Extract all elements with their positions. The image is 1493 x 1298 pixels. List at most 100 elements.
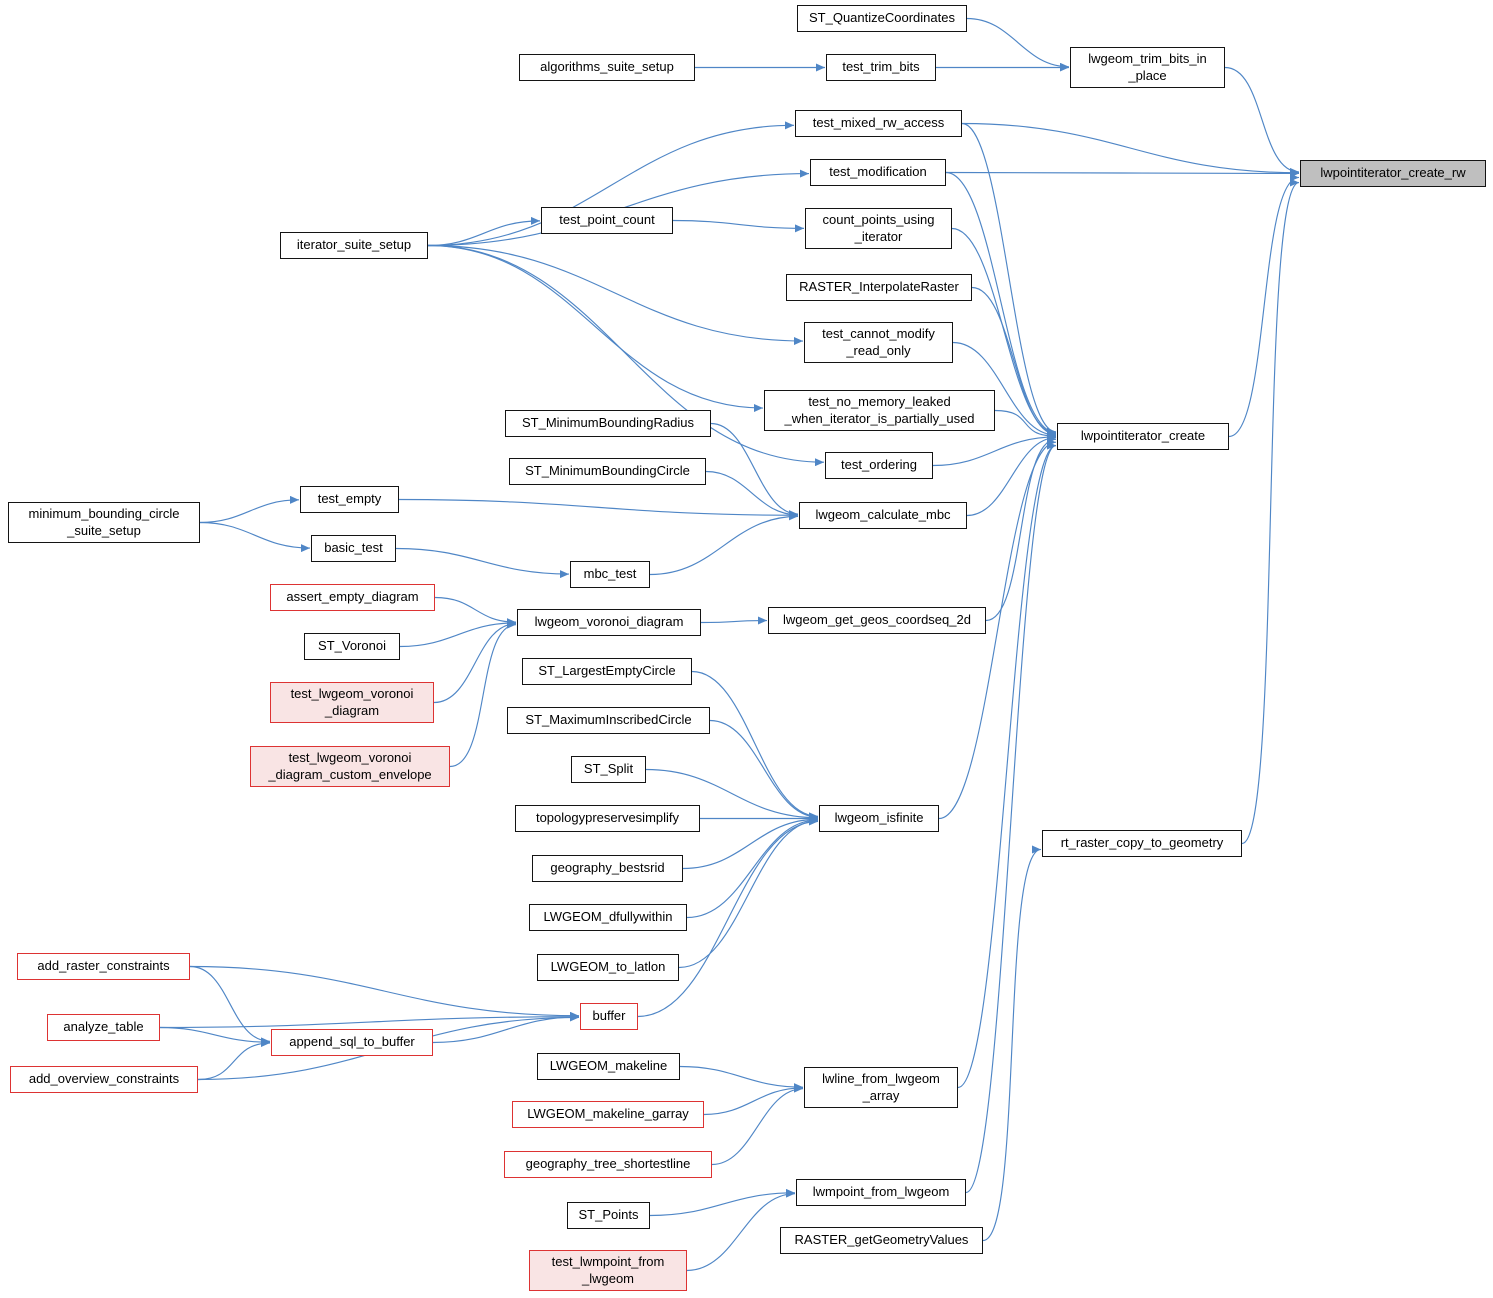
node-lwpointiterator_create[interactable]: lwpointiterator_create: [1057, 423, 1229, 450]
node-label: lwmpoint_from_lwgeom: [812, 1184, 950, 1200]
node-label: minimum_bounding_circle _suite_setup: [28, 505, 180, 538]
edge-LWGEOM_dfullywithin-to-lwgeom_isfinite: [686, 815, 819, 919]
edge-lwmpoint_from_lwgeom-to-lwpointiterator_create: [965, 441, 1057, 1194]
node-test_cannot_modify_read_only[interactable]: test_cannot_modify _read_only: [804, 322, 953, 363]
node-ST_LargestEmptyCircle[interactable]: ST_LargestEmptyCircle: [522, 658, 692, 685]
node-ST_MinimumBoundingCircle[interactable]: ST_MinimumBoundingCircle: [509, 458, 706, 485]
node-test_lwgeom_voronoi_diagram[interactable]: test_lwgeom_voronoi _diagram: [270, 682, 434, 723]
node-RASTER_getGeometryValues[interactable]: RASTER_getGeometryValues: [780, 1227, 983, 1254]
node-test_lwmpoint_from_lwgeom[interactable]: test_lwmpoint_from _lwgeom: [529, 1250, 687, 1291]
node-label: count_points_using _iterator: [822, 211, 935, 244]
node-test_modification[interactable]: test_modification: [810, 159, 946, 186]
node-label: rt_raster_copy_to_geometry: [1060, 835, 1224, 851]
node-basic_test[interactable]: basic_test: [311, 535, 396, 562]
edge-minimum_bounding_circle_suite_setup-to-test_empty: [199, 495, 300, 524]
node-label: append_sql_to_buffer: [289, 1034, 415, 1050]
node-ST_QuantizeCoordinates[interactable]: ST_QuantizeCoordinates: [797, 5, 967, 32]
edge-iterator_suite_setup-to-test_no_memory_leaked_when_iterator_is_partially_used: [427, 244, 764, 413]
node-label: test_no_memory_leaked _when_iterator_is_…: [784, 393, 975, 426]
edge-mbc_test-to-lwgeom_calculate_mbc: [649, 512, 799, 576]
node-label: lwgeom_calculate_mbc: [815, 507, 951, 523]
edge-add_raster_constraints-to-buffer: [189, 965, 580, 1020]
edge-lwline_from_lwgeom_array-to-lwpointiterator_create: [957, 441, 1057, 1089]
node-RASTER_InterpolateRaster[interactable]: RASTER_InterpolateRaster: [786, 274, 972, 301]
node-label: test_modification: [829, 164, 927, 180]
node-test_lwgeom_voronoi_diagram_custom_envelope[interactable]: test_lwgeom_voronoi _diagram_custom_enve…: [250, 746, 450, 787]
edge-lwgeom_trim_bits_in_place-to-lwpointiterator_create_rw: [1224, 66, 1300, 176]
node-topologypreservesimplify[interactable]: topologypreservesimplify: [515, 805, 700, 832]
edge-test_mixed_rw_access-to-lwpointiterator_create_rw: [961, 122, 1300, 177]
node-lwgeom_get_geos_coordseq_2d[interactable]: lwgeom_get_geos_coordseq_2d: [768, 607, 986, 634]
edge-iterator_suite_setup-to-test_point_count: [427, 216, 541, 247]
edge-ST_Voronoi-to-lwgeom_voronoi_diagram: [399, 618, 517, 648]
edge-test_lwmpoint_from_lwgeom-to-lwmpoint_from_lwgeom: [686, 1189, 796, 1272]
node-label: lwgeom_get_geos_coordseq_2d: [783, 612, 971, 628]
node-ST_Split[interactable]: ST_Split: [571, 756, 646, 783]
node-test_trim_bits[interactable]: test_trim_bits: [826, 54, 936, 81]
node-label: mbc_test: [583, 566, 637, 582]
node-ST_Points[interactable]: ST_Points: [567, 1202, 650, 1229]
edge-ST_Points-to-lwmpoint_from_lwgeom: [649, 1188, 796, 1217]
node-LWGEOM_dfullywithin[interactable]: LWGEOM_dfullywithin: [529, 904, 687, 931]
edge-ST_QuantizeCoordinates-to-lwgeom_trim_bits_in_place: [966, 17, 1070, 71]
node-test_mixed_rw_access[interactable]: test_mixed_rw_access: [795, 110, 962, 137]
node-label: ST_QuantizeCoordinates: [809, 10, 955, 26]
node-label: lwgeom_isfinite: [834, 810, 924, 826]
edge-test_empty-to-lwgeom_calculate_mbc: [398, 498, 799, 520]
node-lwgeom_isfinite[interactable]: lwgeom_isfinite: [819, 805, 939, 832]
node-lwgeom_voronoi_diagram[interactable]: lwgeom_voronoi_diagram: [517, 609, 701, 636]
edge-analyze_table-to-append_sql_to_buffer: [159, 1026, 271, 1047]
edge-basic_test-to-mbc_test: [395, 547, 570, 579]
edge-add_raster_constraints-to-append_sql_to_buffer: [189, 965, 271, 1046]
node-LWGEOM_makeline_garray[interactable]: LWGEOM_makeline_garray: [512, 1101, 704, 1128]
node-lwmpoint_from_lwgeom[interactable]: lwmpoint_from_lwgeom: [796, 1179, 966, 1206]
node-LWGEOM_makeline[interactable]: LWGEOM_makeline: [537, 1053, 680, 1080]
node-rt_raster_copy_to_geometry[interactable]: rt_raster_copy_to_geometry: [1042, 830, 1242, 857]
node-test_empty[interactable]: test_empty: [300, 486, 399, 513]
node-test_point_count[interactable]: test_point_count: [541, 207, 673, 234]
node-label: lwpointiterator_create: [1080, 428, 1206, 444]
node-iterator_suite_setup[interactable]: iterator_suite_setup: [280, 232, 428, 259]
node-lwgeom_calculate_mbc[interactable]: lwgeom_calculate_mbc: [799, 502, 967, 529]
node-geography_bestsrid[interactable]: geography_bestsrid: [532, 855, 683, 882]
node-ST_MinimumBoundingRadius[interactable]: ST_MinimumBoundingRadius: [505, 410, 711, 437]
node-mbc_test[interactable]: mbc_test: [570, 561, 650, 588]
node-ST_MaximumInscribedCircle[interactable]: ST_MaximumInscribedCircle: [507, 707, 710, 734]
node-LWGEOM_to_latlon[interactable]: LWGEOM_to_latlon: [537, 954, 679, 981]
node-minimum_bounding_circle_suite_setup[interactable]: minimum_bounding_circle _suite_setup: [8, 502, 200, 543]
node-add_raster_constraints[interactable]: add_raster_constraints: [17, 953, 190, 980]
node-algorithms_suite_setup[interactable]: algorithms_suite_setup: [519, 54, 695, 81]
node-count_points_using_iterator[interactable]: count_points_using _iterator: [805, 208, 952, 249]
node-lwpointiterator_create_rw[interactable]: lwpointiterator_create_rw: [1300, 160, 1486, 187]
node-label: test_cannot_modify _read_only: [822, 325, 935, 358]
node-label: LWGEOM_makeline: [549, 1058, 668, 1074]
node-label: basic_test: [324, 540, 383, 556]
node-assert_empty_diagram[interactable]: assert_empty_diagram: [270, 584, 435, 611]
node-label: test_trim_bits: [842, 59, 920, 75]
node-label: test_ordering: [841, 457, 917, 473]
edge-append_sql_to_buffer-to-buffer: [432, 1012, 580, 1044]
node-buffer[interactable]: buffer: [580, 1003, 638, 1030]
node-label: ST_MaximumInscribedCircle: [525, 712, 692, 728]
node-append_sql_to_buffer[interactable]: append_sql_to_buffer: [271, 1029, 433, 1056]
node-test_ordering[interactable]: test_ordering: [825, 452, 933, 479]
edge-test_ordering-to-lwpointiterator_create: [932, 432, 1057, 467]
node-add_overview_constraints[interactable]: add_overview_constraints: [10, 1066, 198, 1093]
edge-lwgeom_get_geos_coordseq_2d-to-lwpointiterator_create: [985, 435, 1057, 622]
node-analyze_table[interactable]: analyze_table: [47, 1014, 160, 1041]
node-label: test_lwgeom_voronoi _diagram: [290, 685, 414, 718]
edge-LWGEOM_to_latlon-to-lwgeom_isfinite: [678, 816, 819, 969]
node-ST_Voronoi[interactable]: ST_Voronoi: [304, 633, 400, 660]
edge-test_mixed_rw_access-to-lwpointiterator_create: [961, 122, 1057, 436]
node-label: geography_bestsrid: [550, 860, 665, 876]
edge-test_modification-to-lwpointiterator_create: [945, 171, 1057, 437]
node-lwline_from_lwgeom_array[interactable]: lwline_from_lwgeom _array: [804, 1067, 958, 1108]
node-lwgeom_trim_bits_in_place[interactable]: lwgeom_trim_bits_in _place: [1070, 47, 1225, 88]
node-geography_tree_shortestline[interactable]: geography_tree_shortestline: [504, 1151, 712, 1178]
node-test_no_memory_leaked_when_iterator_is_partially_used[interactable]: test_no_memory_leaked _when_iterator_is_…: [764, 390, 995, 431]
edge-iterator_suite_setup-to-test_ordering: [427, 244, 825, 467]
node-label: lwpointiterator_create_rw: [1320, 165, 1466, 181]
node-label: RASTER_InterpolateRaster: [799, 279, 959, 295]
